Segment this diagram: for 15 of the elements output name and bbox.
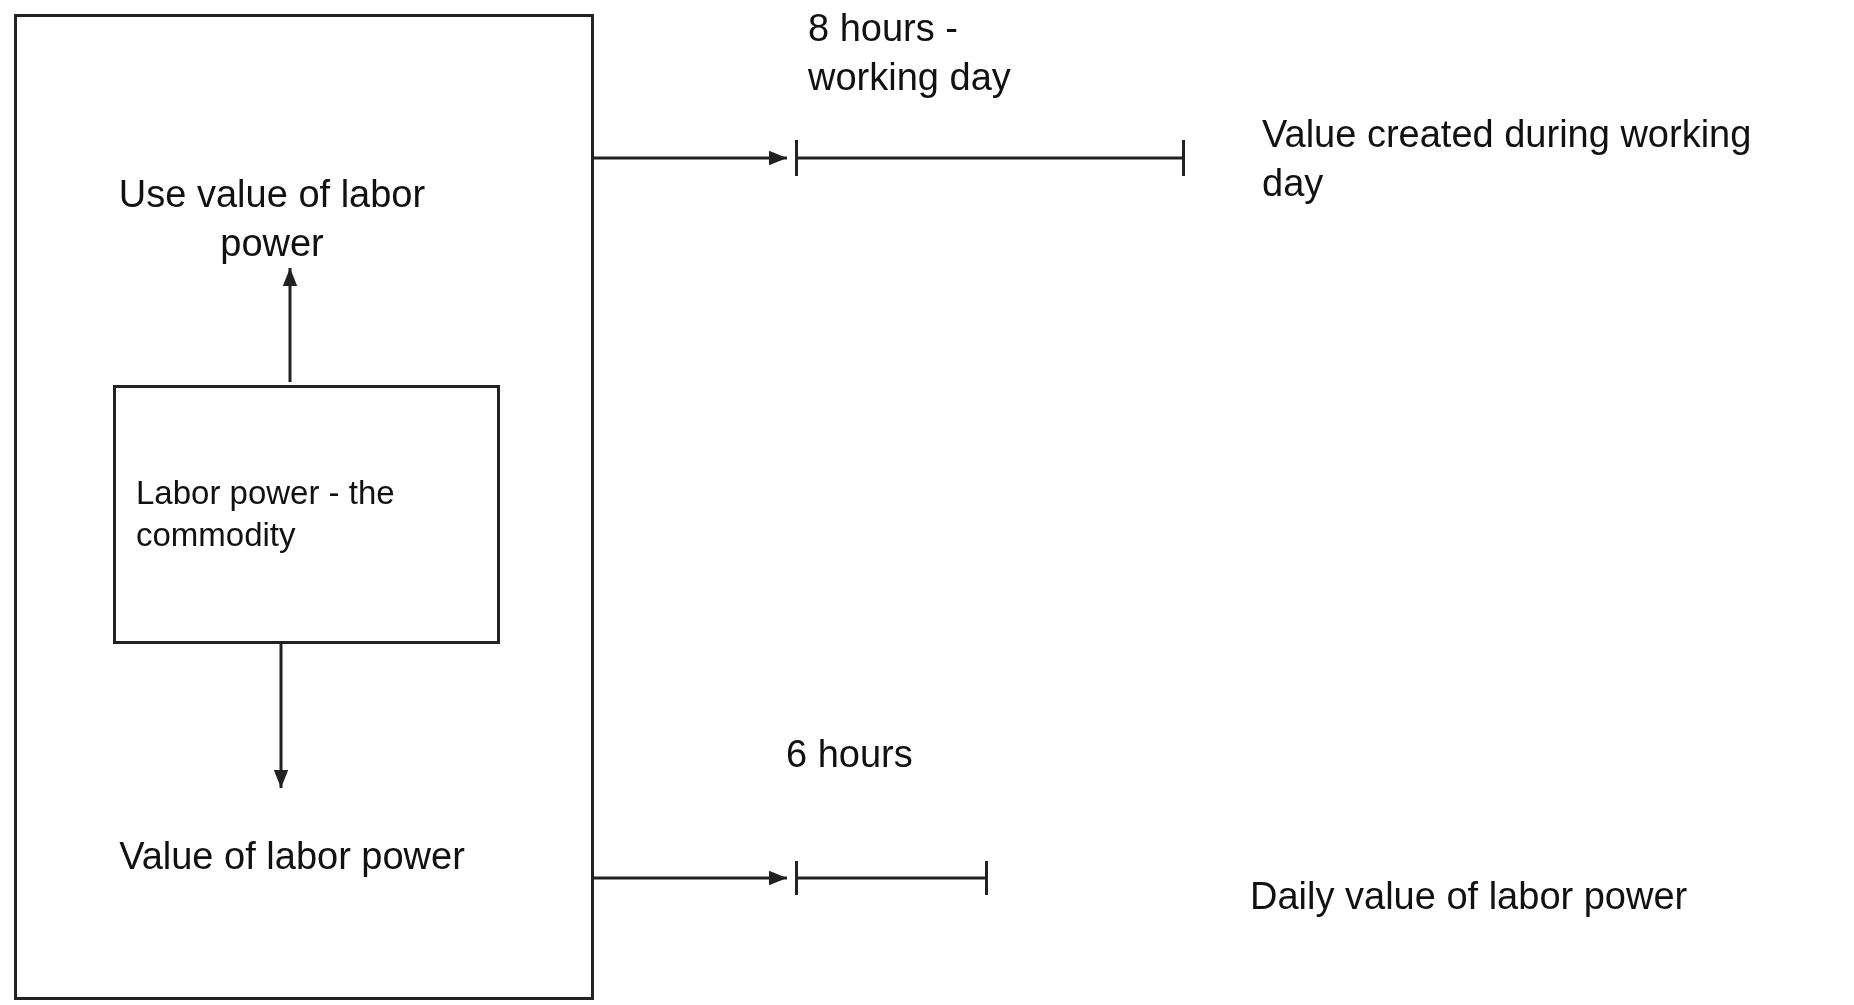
node-label: Use value of labor power bbox=[117, 171, 427, 266]
arrow bbox=[594, 870, 787, 886]
annotation-text: Value created during working day bbox=[1262, 112, 1753, 207]
time-bar bbox=[795, 861, 988, 895]
outer-box bbox=[14, 14, 594, 1000]
node-label: Value of labor power bbox=[118, 834, 466, 880]
box-label: Labor power - the commodity bbox=[136, 472, 396, 556]
arrow bbox=[282, 268, 298, 382]
process-box bbox=[113, 385, 500, 644]
time-bar bbox=[795, 140, 1185, 176]
arrow bbox=[594, 150, 787, 166]
annotation-text: 8 hours - working day bbox=[808, 6, 1012, 101]
annotation-text: Daily value of labor power bbox=[1250, 874, 1689, 919]
arrow bbox=[273, 641, 289, 788]
annotation-text: 6 hours bbox=[786, 732, 914, 777]
